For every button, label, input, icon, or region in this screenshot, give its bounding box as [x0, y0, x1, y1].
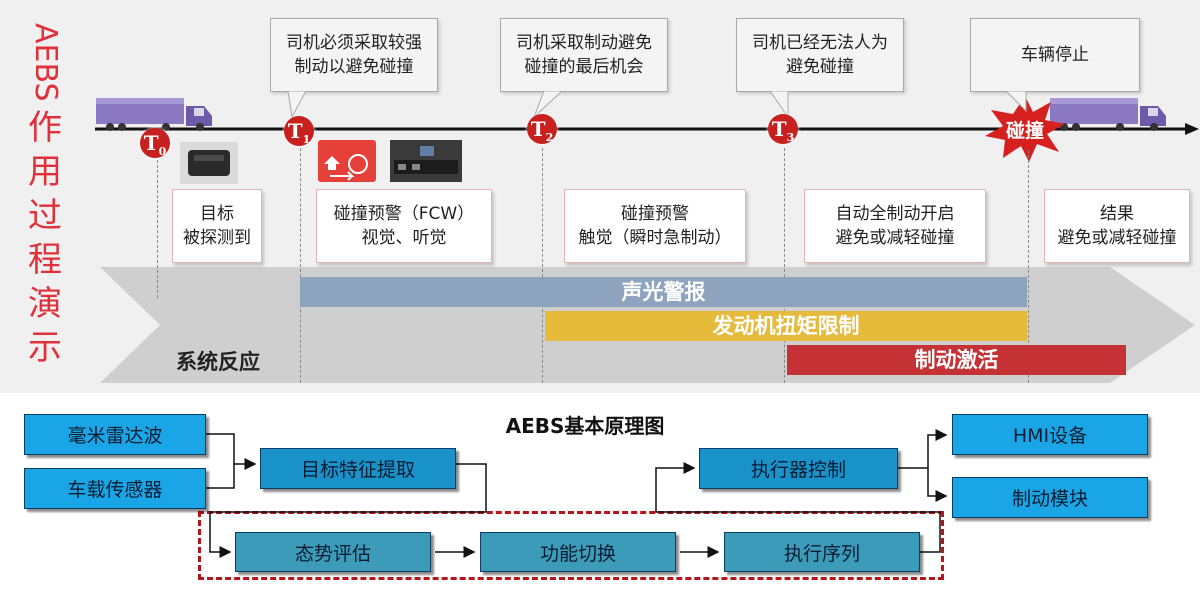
- callout-t1-pointer: [287, 91, 307, 119]
- t0-guide: [157, 160, 158, 298]
- marker-letter: T: [143, 131, 159, 155]
- diagram-title: AEBS基本原理图: [505, 414, 665, 438]
- collision-guide: [1028, 150, 1029, 383]
- bar-brake-activation: 制动激活: [787, 345, 1126, 375]
- marker-letter: T: [530, 117, 546, 141]
- stopped-truck-icon: [1050, 98, 1166, 131]
- marker-letter: T: [771, 117, 787, 141]
- callout-line: 碰撞的最后机会: [524, 57, 644, 77]
- function-switch-box: 功能切换: [480, 532, 676, 572]
- marker-t0: T0: [140, 128, 170, 158]
- callout-t3: 司机已经无法人为 避免碰撞: [736, 18, 904, 92]
- callout-t3-pointer: [769, 91, 789, 119]
- diagram-connectors: [206, 429, 948, 558]
- truck-icon: [96, 98, 212, 131]
- vertical-title-latin: AEBS: [28, 22, 63, 102]
- actuator-control-box: 执行器控制: [699, 448, 898, 489]
- note-line: 目标: [200, 204, 234, 224]
- callout-t2-pointer: [533, 91, 563, 118]
- note-auto-brake: 自动全制动开启 避免或减轻碰撞: [804, 189, 986, 263]
- marker-sub: 1: [302, 133, 311, 146]
- note-line: 避免或减轻碰撞: [1057, 228, 1177, 248]
- bar-engine-torque-limit: 发动机扭矩限制: [545, 311, 1027, 341]
- marker-t3: T3: [768, 114, 798, 144]
- execution-sequence-box: 执行序列: [724, 532, 920, 572]
- callout-line: 司机必须采取较强: [286, 33, 422, 53]
- marker-t2: T2: [527, 114, 557, 144]
- note-line: 被探测到: [183, 228, 251, 248]
- bar-audio-visual-alarm: 声光警报: [300, 277, 1027, 307]
- radar-sensor-icon: [180, 142, 238, 184]
- dashboard-display-icon: [390, 140, 462, 182]
- callout-line: 制动以避免碰撞: [294, 57, 414, 77]
- collision-label: 碰撞: [1005, 120, 1044, 142]
- note-line: 自动全制动开启: [835, 204, 955, 224]
- vehicle-sensor-box: 车载传感器: [24, 468, 206, 509]
- note-line: 碰撞预警: [621, 204, 689, 224]
- feature-extract-box: 目标特征提取: [260, 448, 456, 489]
- callout-line: 避免碰撞: [786, 57, 854, 77]
- marker-sub: 0: [158, 145, 167, 158]
- note-result: 结果 避免或减轻碰撞: [1044, 189, 1190, 263]
- hmi-device-box: HMI设备: [952, 414, 1148, 455]
- callout-line: 车辆停止: [1021, 45, 1089, 65]
- callout-t1: 司机必须采取较强 制动以避免碰撞: [270, 18, 438, 92]
- note-line: 避免或减轻碰撞: [835, 228, 955, 248]
- note-line: 结果: [1100, 204, 1134, 224]
- marker-letter: T: [287, 119, 303, 143]
- vertical-title: AEBS 作 用 过 程 演 示: [20, 18, 70, 378]
- note-haptic: 碰撞预警 触觉（瞬时急制动）: [564, 189, 746, 263]
- situation-assess-box: 态势评估: [235, 532, 431, 572]
- note-fcw: 碰撞预警（FCW） 视觉、听觉: [316, 189, 492, 263]
- vertical-title-char: 过: [28, 196, 62, 236]
- vertical-title-char: 作: [28, 108, 62, 148]
- mmwave-radar-box: 毫米雷达波: [24, 414, 206, 455]
- vertical-title-char: 示: [28, 328, 62, 368]
- fcw-warning-icon: [318, 140, 376, 182]
- vertical-title-char: 程: [28, 240, 62, 280]
- t2-guide: [542, 148, 543, 383]
- note-line: 碰撞预警（FCW）: [333, 204, 475, 224]
- callout-line: 司机采取制动避免: [516, 33, 652, 53]
- marker-sub: 3: [786, 131, 795, 144]
- note-line: 视觉、听觉: [361, 228, 447, 248]
- t1-guide: [300, 148, 301, 383]
- callout-stop-pointer: [1005, 91, 1027, 113]
- vertical-title-char: 演: [28, 284, 62, 324]
- vertical-title-char: 用: [28, 152, 62, 192]
- note-detected: 目标 被探测到: [172, 189, 262, 263]
- system-response-label: 系统反应: [176, 350, 260, 374]
- callout-t2: 司机采取制动避免 碰撞的最后机会: [500, 18, 668, 92]
- callout-stop: 车辆停止: [970, 18, 1140, 92]
- marker-t1: T1: [284, 116, 314, 146]
- callout-line: 司机已经无法人为: [752, 33, 888, 53]
- brake-module-box: 制动模块: [952, 477, 1148, 518]
- processing-frame: [198, 511, 944, 580]
- t3-guide: [784, 148, 785, 383]
- collision-burst-icon: [985, 96, 1065, 162]
- marker-sub: 2: [545, 131, 554, 144]
- note-line: 触觉（瞬时急制动）: [578, 228, 732, 248]
